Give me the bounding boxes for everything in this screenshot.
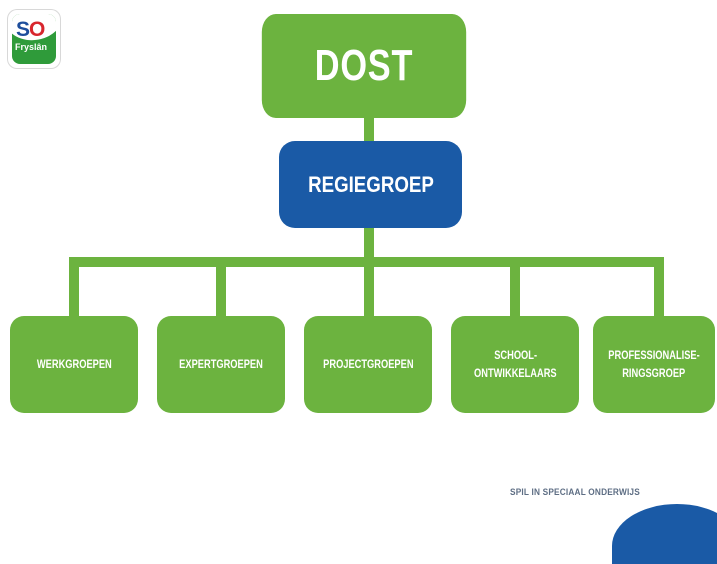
node-werkgroepen-label: WERKGROEPEN	[31, 356, 116, 373]
node-professionaliseringsgroep: PROFESSIONALISE- RINGSGROEP	[593, 316, 715, 413]
tagline: SPIL IN SPECIAAL ONDERWIJS	[510, 487, 640, 497]
org-chart: SO Fryslân DOST REGIEGROEP WERKGROEPEN E…	[0, 0, 717, 522]
node-werkgroepen-label-line1: WERKGROEPEN	[36, 356, 112, 371]
node-dost: DOST	[261, 14, 467, 118]
node-schoolontwikkelaars-label-line2: ONTWIKKELAARS	[473, 365, 557, 380]
connector-middle-to-bus	[364, 226, 374, 264]
node-werkgroepen: WERKGROEPEN	[10, 316, 138, 413]
logo-subtitle: Fryslân	[15, 42, 48, 52]
node-schoolontwikkelaars-label: SCHOOL- ONTWIKKELAARS	[468, 347, 562, 382]
so-fryslan-logo: SO Fryslân	[8, 10, 60, 68]
node-dost-label: DOST	[314, 41, 414, 90]
decorative-swoosh	[612, 504, 717, 564]
logo-letter-s: S	[16, 18, 30, 41]
connector-branch-3	[364, 257, 374, 319]
node-schoolontwikkelaars-label-line1: SCHOOL-	[493, 348, 537, 363]
node-professionaliseringsgroep-label: PROFESSIONALISE- RINGSGROEP	[602, 347, 706, 382]
node-schoolontwikkelaars: SCHOOL- ONTWIKKELAARS	[451, 316, 579, 413]
node-regiegroep-label: REGIEGROEP	[307, 171, 434, 197]
connector-branch-5	[654, 257, 664, 319]
node-regiegroep: REGIEGROEP	[279, 141, 462, 228]
node-projectgroepen: PROJECTGROEPEN	[304, 316, 432, 413]
node-projectgroepen-label: PROJECTGROEPEN	[317, 356, 420, 373]
node-expertgroepen-label: EXPERTGROEPEN	[173, 356, 268, 373]
node-projectgroepen-label-line1: PROJECTGROEPEN	[322, 356, 414, 371]
connector-branch-2	[216, 257, 226, 319]
node-expertgroepen: EXPERTGROEPEN	[157, 316, 285, 413]
logo-badge: SO Fryslân	[12, 14, 56, 64]
node-professionaliseringsgroep-label-line2: RINGSGROEP	[622, 365, 686, 380]
node-expertgroepen-label-line1: EXPERTGROEPEN	[179, 356, 263, 371]
connector-top-to-middle	[364, 116, 374, 144]
connector-branch-1	[69, 257, 79, 319]
connector-branch-4	[510, 257, 520, 319]
logo-letter-o: O	[29, 18, 45, 41]
logo-letters: SO	[16, 18, 45, 41]
node-professionaliseringsgroep-label-line1: PROFESSIONALISE-	[608, 348, 700, 363]
